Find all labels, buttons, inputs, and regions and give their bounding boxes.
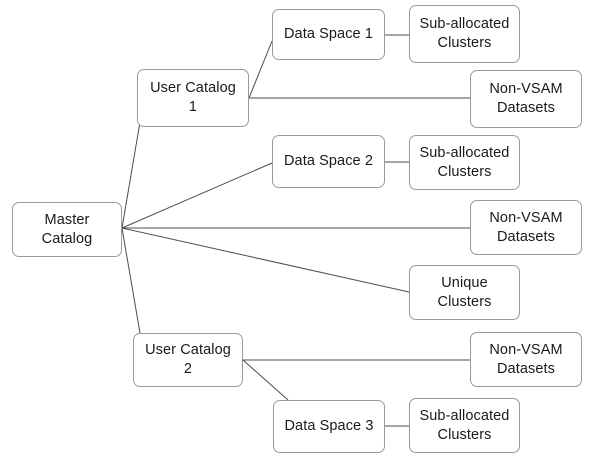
node-sub-allocated-2[interactable]: Sub-allocated Clusters <box>409 135 520 190</box>
node-label-user-catalog-1: User Catalog 1 <box>150 80 236 115</box>
node-user-catalog-1[interactable]: User Catalog 1 <box>137 69 249 127</box>
node-unique-clusters[interactable]: Unique Clusters <box>409 265 520 320</box>
node-label-data-space-1: Data Space 1 <box>283 26 374 43</box>
node-label-non-vsam-1: Non-VSAM Datasets <box>489 81 563 116</box>
node-user-catalog-2[interactable]: User Catalog 2 <box>133 333 243 387</box>
node-label-sub-allocated-1: Sub-allocated Clusters <box>419 16 510 51</box>
node-sub-allocated-3[interactable]: Sub-allocated Clusters <box>409 398 520 453</box>
node-label-data-space-2: Data Space 2 <box>283 153 374 170</box>
node-label-data-space-3: Data Space 3 <box>284 418 374 435</box>
edge-master-to-unique <box>121 227 410 293</box>
edge-master-to-ds2 <box>121 162 273 229</box>
node-non-vsam-1[interactable]: Non-VSAM Datasets <box>470 70 582 128</box>
node-data-space-1[interactable]: Data Space 1 <box>272 9 385 60</box>
node-label-sub-allocated-2: Sub-allocated Clusters <box>419 144 510 180</box>
node-sub-allocated-1[interactable]: Sub-allocated Clusters <box>409 5 520 63</box>
node-label-master-catalog: Master Catalog <box>41 211 93 247</box>
node-master-catalog[interactable]: Master Catalog <box>12 202 122 257</box>
node-label-user-catalog-2: User Catalog 2 <box>145 342 231 377</box>
node-non-vsam-2[interactable]: Non-VSAM Datasets <box>470 200 582 255</box>
edge-uc1-to-ds1 <box>248 40 273 99</box>
node-label-non-vsam-2: Non-VSAM Datasets <box>489 209 563 245</box>
node-label-unique-clusters: Unique Clusters <box>437 274 492 310</box>
node-label-sub-allocated-3: Sub-allocated Clusters <box>419 407 510 443</box>
node-non-vsam-3[interactable]: Non-VSAM Datasets <box>470 332 582 387</box>
node-data-space-3[interactable]: Data Space 3 <box>273 400 385 453</box>
node-label-non-vsam-3: Non-VSAM Datasets <box>489 341 563 377</box>
node-data-space-2[interactable]: Data Space 2 <box>272 135 385 188</box>
edge-master-to-uc1 <box>121 121 141 229</box>
edge-master-to-uc2 <box>121 227 141 334</box>
edge-uc2-to-ds3 <box>242 359 289 401</box>
